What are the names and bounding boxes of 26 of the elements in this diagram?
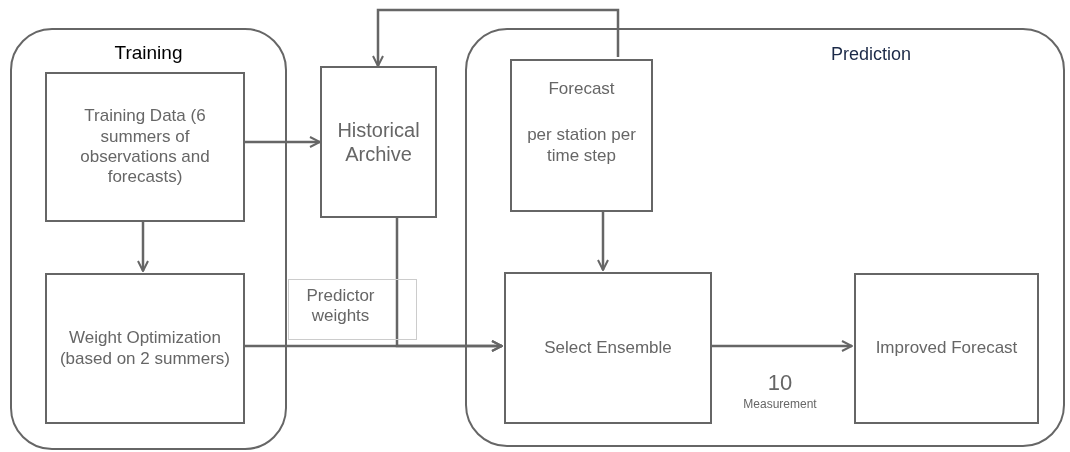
group-panel xyxy=(10,28,287,450)
process-box xyxy=(504,272,712,424)
arrow xyxy=(137,220,149,272)
unit-label: Measurement xyxy=(742,397,818,412)
process-box xyxy=(320,66,437,218)
box-label: Training Data (6 summers of observations and forecasts) xyxy=(79,106,211,188)
arrow xyxy=(710,340,853,352)
process-box xyxy=(45,273,245,424)
arrow xyxy=(243,136,321,148)
group-title: Training xyxy=(114,42,183,65)
box-label: Improved Forecast xyxy=(875,338,1018,359)
arrow xyxy=(395,218,503,352)
edge-label: Predictor weights xyxy=(288,279,417,340)
box-label: Historical Archive xyxy=(336,118,421,166)
box-heading: Forecast xyxy=(548,79,615,100)
process-box xyxy=(510,59,653,212)
process-box xyxy=(854,273,1039,424)
box-label: per station per time step xyxy=(526,125,637,167)
arrow xyxy=(597,210,609,271)
group-title: Prediction xyxy=(830,44,911,66)
measurement-value: 10 xyxy=(766,370,794,397)
arrow xyxy=(372,8,620,67)
group-panel xyxy=(465,28,1065,447)
process-box xyxy=(45,72,245,222)
box-label: Weight Optimization (based on 2 summers) xyxy=(58,328,232,369)
box-label: Select Ensemble xyxy=(544,337,672,359)
